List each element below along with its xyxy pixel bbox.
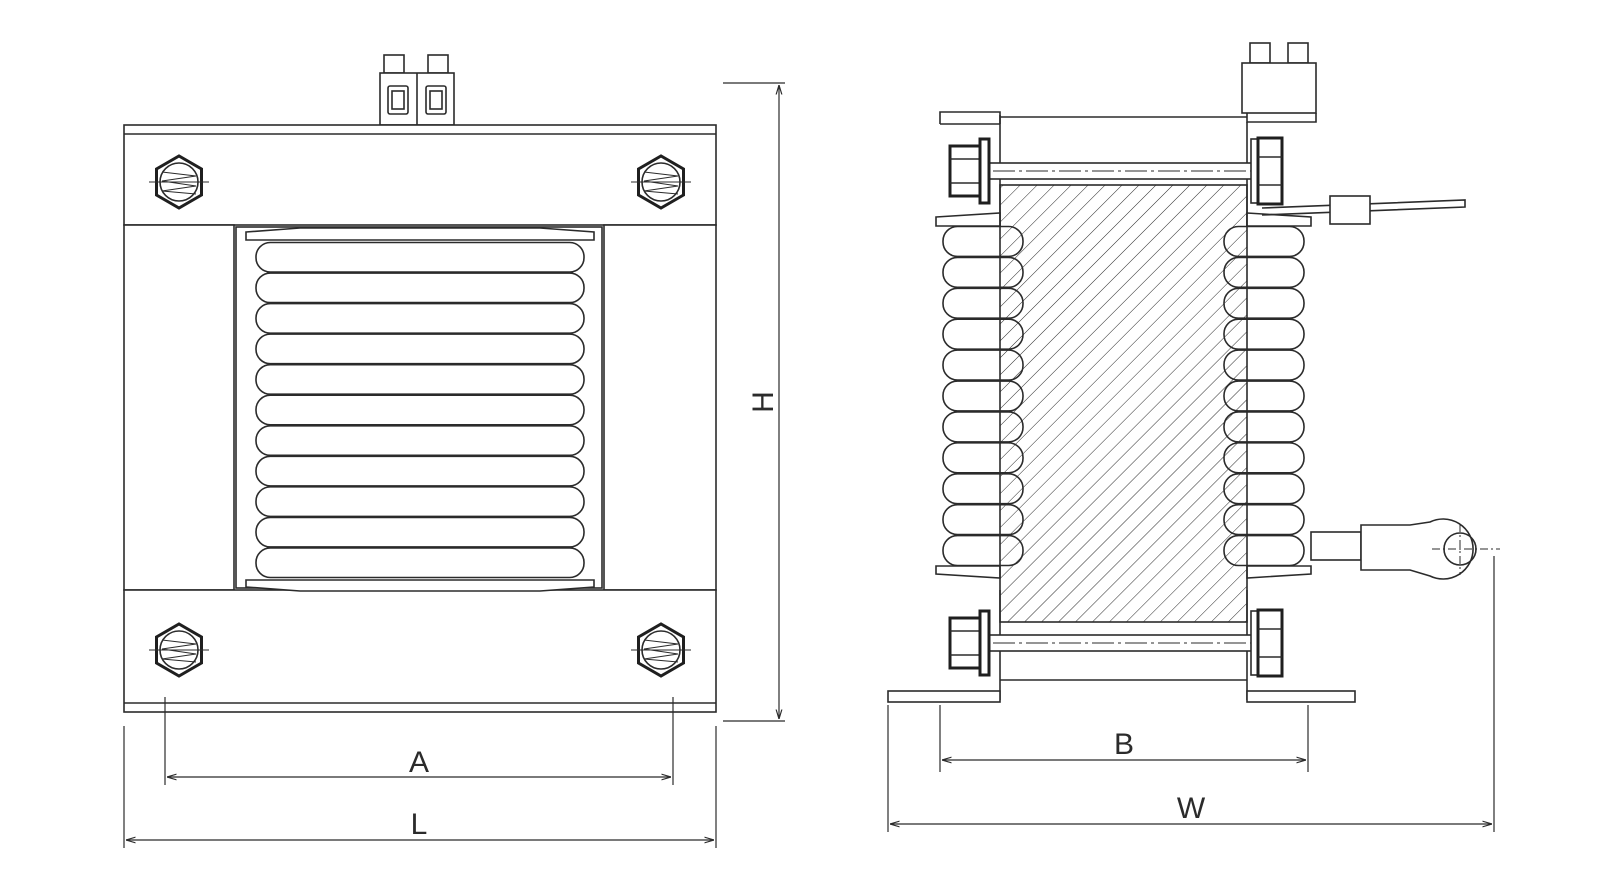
front-bolts xyxy=(149,154,691,678)
nut-icon xyxy=(1256,136,1284,206)
coil-turn xyxy=(255,516,585,548)
coil-turn xyxy=(255,363,585,396)
terminal-block xyxy=(379,54,455,126)
terminal-screw-right xyxy=(425,85,447,115)
washer-icon xyxy=(978,137,991,205)
side-terminal-cap-left xyxy=(1249,42,1271,64)
terminal-screw-left xyxy=(387,85,409,115)
ring-lug xyxy=(1360,518,1474,580)
foot-left xyxy=(887,690,1001,703)
coil-turn xyxy=(255,547,585,579)
hex-bolt-icon xyxy=(149,622,209,678)
front-coil xyxy=(235,226,603,592)
top-lead xyxy=(1261,195,1466,225)
dim-label-w: W xyxy=(1177,792,1206,825)
coil-turn xyxy=(255,424,585,457)
nut-icon xyxy=(1256,608,1284,678)
side-flange-top-left xyxy=(935,212,1001,227)
dim-label-h: H xyxy=(747,391,780,413)
terminal-cap-left xyxy=(383,54,405,74)
side-terminal xyxy=(1241,42,1317,114)
bolt-rod xyxy=(948,608,1284,678)
side-flange-bottom-left xyxy=(935,565,1001,579)
coil-turn xyxy=(255,486,585,518)
terminal-cap-right xyxy=(427,54,449,74)
hex-bolt-icon xyxy=(149,154,209,210)
coil-turn xyxy=(255,455,585,487)
bolt-rod xyxy=(948,136,1284,206)
nut-icon xyxy=(948,616,982,670)
dim-label-a: A xyxy=(409,746,429,779)
washer-icon xyxy=(978,609,991,677)
coil-turn xyxy=(255,272,585,304)
coil-turn xyxy=(255,241,585,273)
side-terminal-cap-right xyxy=(1287,42,1309,64)
laminated-core-section xyxy=(999,184,1248,623)
side-bolt-rods xyxy=(948,136,1284,678)
coil-turns xyxy=(255,241,585,579)
dim-label-l: L xyxy=(411,808,428,841)
bottom-lead xyxy=(1310,518,1500,580)
coil-turn xyxy=(255,302,585,334)
right-leg xyxy=(603,224,717,591)
hex-bolt-icon xyxy=(631,622,691,678)
side-view xyxy=(887,42,1500,703)
top-lead-lug xyxy=(1329,195,1371,225)
side-flange-bottom-right xyxy=(1246,565,1312,579)
left-leg xyxy=(123,224,235,591)
hex-bolt-icon xyxy=(631,154,691,210)
coil-turn xyxy=(255,394,585,426)
nut-icon xyxy=(948,144,982,198)
side-terminal-body xyxy=(1241,62,1317,114)
upper-bracket-right xyxy=(1246,113,1317,123)
front-view xyxy=(123,54,717,713)
foot-right xyxy=(1246,690,1356,703)
upper-bracket-left xyxy=(939,111,1001,124)
coil-flange-top xyxy=(245,227,595,241)
front-dimensions: A L H xyxy=(123,82,785,848)
side-dimensions: B W xyxy=(887,556,1495,832)
coil-turn xyxy=(255,333,585,365)
dim-label-b: B xyxy=(1114,728,1134,761)
bottom-lead-sleeve xyxy=(1310,531,1362,561)
coil-flange-bottom xyxy=(245,579,595,592)
top-yoke xyxy=(123,124,717,226)
bottom-yoke xyxy=(123,589,717,713)
